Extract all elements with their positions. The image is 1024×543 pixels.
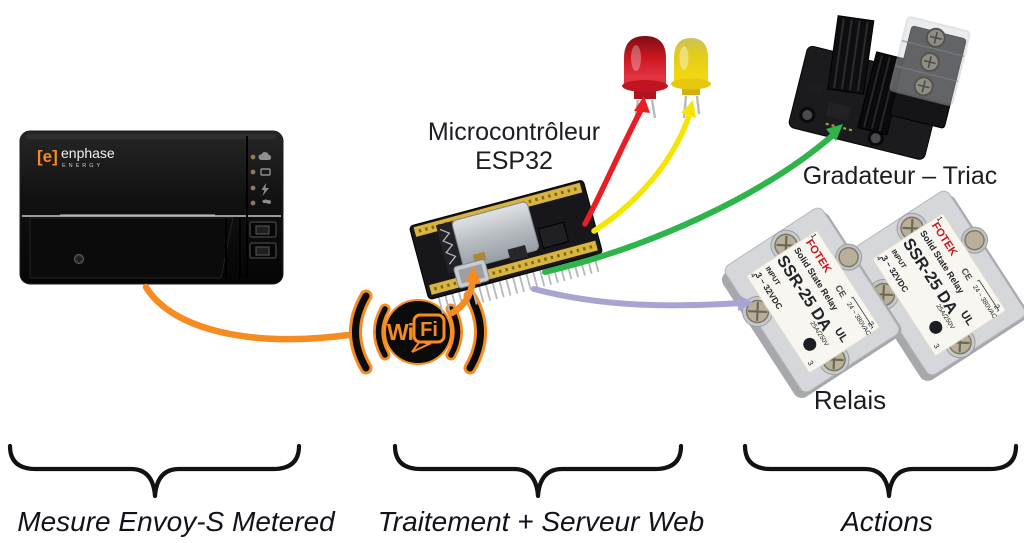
arrow-yellow-head: [681, 100, 696, 118]
envoy-status-leds: [250, 154, 256, 206]
group-label-measure: Mesure Envoy-S Metered: [17, 506, 336, 537]
red-led-flange: [622, 80, 668, 92]
arrow-purple-head: [738, 295, 754, 311]
brace-processing: [392, 443, 684, 499]
group-label-actions: Actions: [839, 506, 933, 537]
phone-icon: [262, 199, 272, 204]
yellow-led-flange: [671, 78, 711, 90]
envoy-status-icons: [258, 152, 272, 204]
envoy-ports: [249, 221, 277, 259]
red-led-highlight: [631, 45, 641, 71]
wire-envoy-to-wifi: [142, 283, 360, 343]
triac-cover-dividers: [895, 40, 965, 83]
envoy-panel-gaps: [225, 136, 248, 278]
brace-measure: [7, 443, 302, 499]
arrow-esp32-to-red-led: [582, 107, 644, 227]
enphase-logo-sub: ENERGY: [62, 163, 103, 169]
triac-ic: [825, 101, 851, 121]
lightning-icon: [261, 183, 269, 196]
triac-ic-small: [807, 82, 823, 95]
triac-module: [788, 15, 971, 160]
triac-terminal-screws: [913, 27, 946, 97]
esp32-chip: [537, 221, 570, 249]
braces: [7, 443, 1019, 499]
arrow-esp32-to-yellow-led: [591, 110, 693, 234]
envoy-screw-slot: [76, 256, 82, 262]
esp32-board: [409, 180, 603, 314]
brace-actions: [742, 443, 1019, 499]
yellow-led-legs: [682, 95, 701, 119]
arrow-wifi-to-esp32: [448, 276, 477, 317]
group-label-processing: Traitement + Serveur Web: [378, 506, 705, 537]
wifi-arcs: [349, 289, 487, 375]
yellow-led: [671, 38, 711, 119]
arrows: [448, 96, 843, 317]
yellow-led-highlight: [679, 46, 689, 70]
wifi-text-wi: Wi: [387, 319, 413, 345]
network-icon: [260, 168, 271, 176]
envoy-bevel: [26, 134, 276, 139]
esp32-chip-small: [507, 245, 529, 262]
relays-label: Relais: [814, 385, 886, 415]
red-led-dome: [624, 36, 666, 84]
triac-heatsink-1: [827, 15, 875, 95]
triac-hole-1: [799, 107, 816, 124]
arrow-wifi-to-esp32-head: [465, 266, 481, 284]
cloud-icon: [258, 152, 272, 160]
arrow-red-head: [634, 96, 650, 113]
envoy-lower-cover: [29, 217, 234, 279]
arrow-esp32-to-triac: [542, 133, 835, 275]
esp32-label-line2: ESP32: [475, 147, 553, 175]
red-led: [622, 36, 668, 123]
envoy-device: [e] enphase ENERGY: [19, 130, 284, 285]
enphase-logo-bracket: [e]: [37, 147, 58, 166]
esp32-label-line1: Microcontrôleur: [428, 118, 600, 146]
wifi-text-fi: Fi: [420, 319, 438, 341]
yellow-led-dome: [674, 38, 708, 82]
enphase-logo-brand: enphase: [61, 145, 115, 161]
wifi-icon: Wi Fi: [349, 289, 487, 375]
esp32-pins: [437, 253, 600, 314]
arrow-esp32-to-relays: [531, 286, 745, 309]
triac-label: Gradateur – Triac: [803, 162, 998, 190]
arrow-green-head: [826, 124, 843, 141]
esp32-antenna-trace: [439, 228, 457, 265]
wifi-bubble: [412, 313, 446, 344]
